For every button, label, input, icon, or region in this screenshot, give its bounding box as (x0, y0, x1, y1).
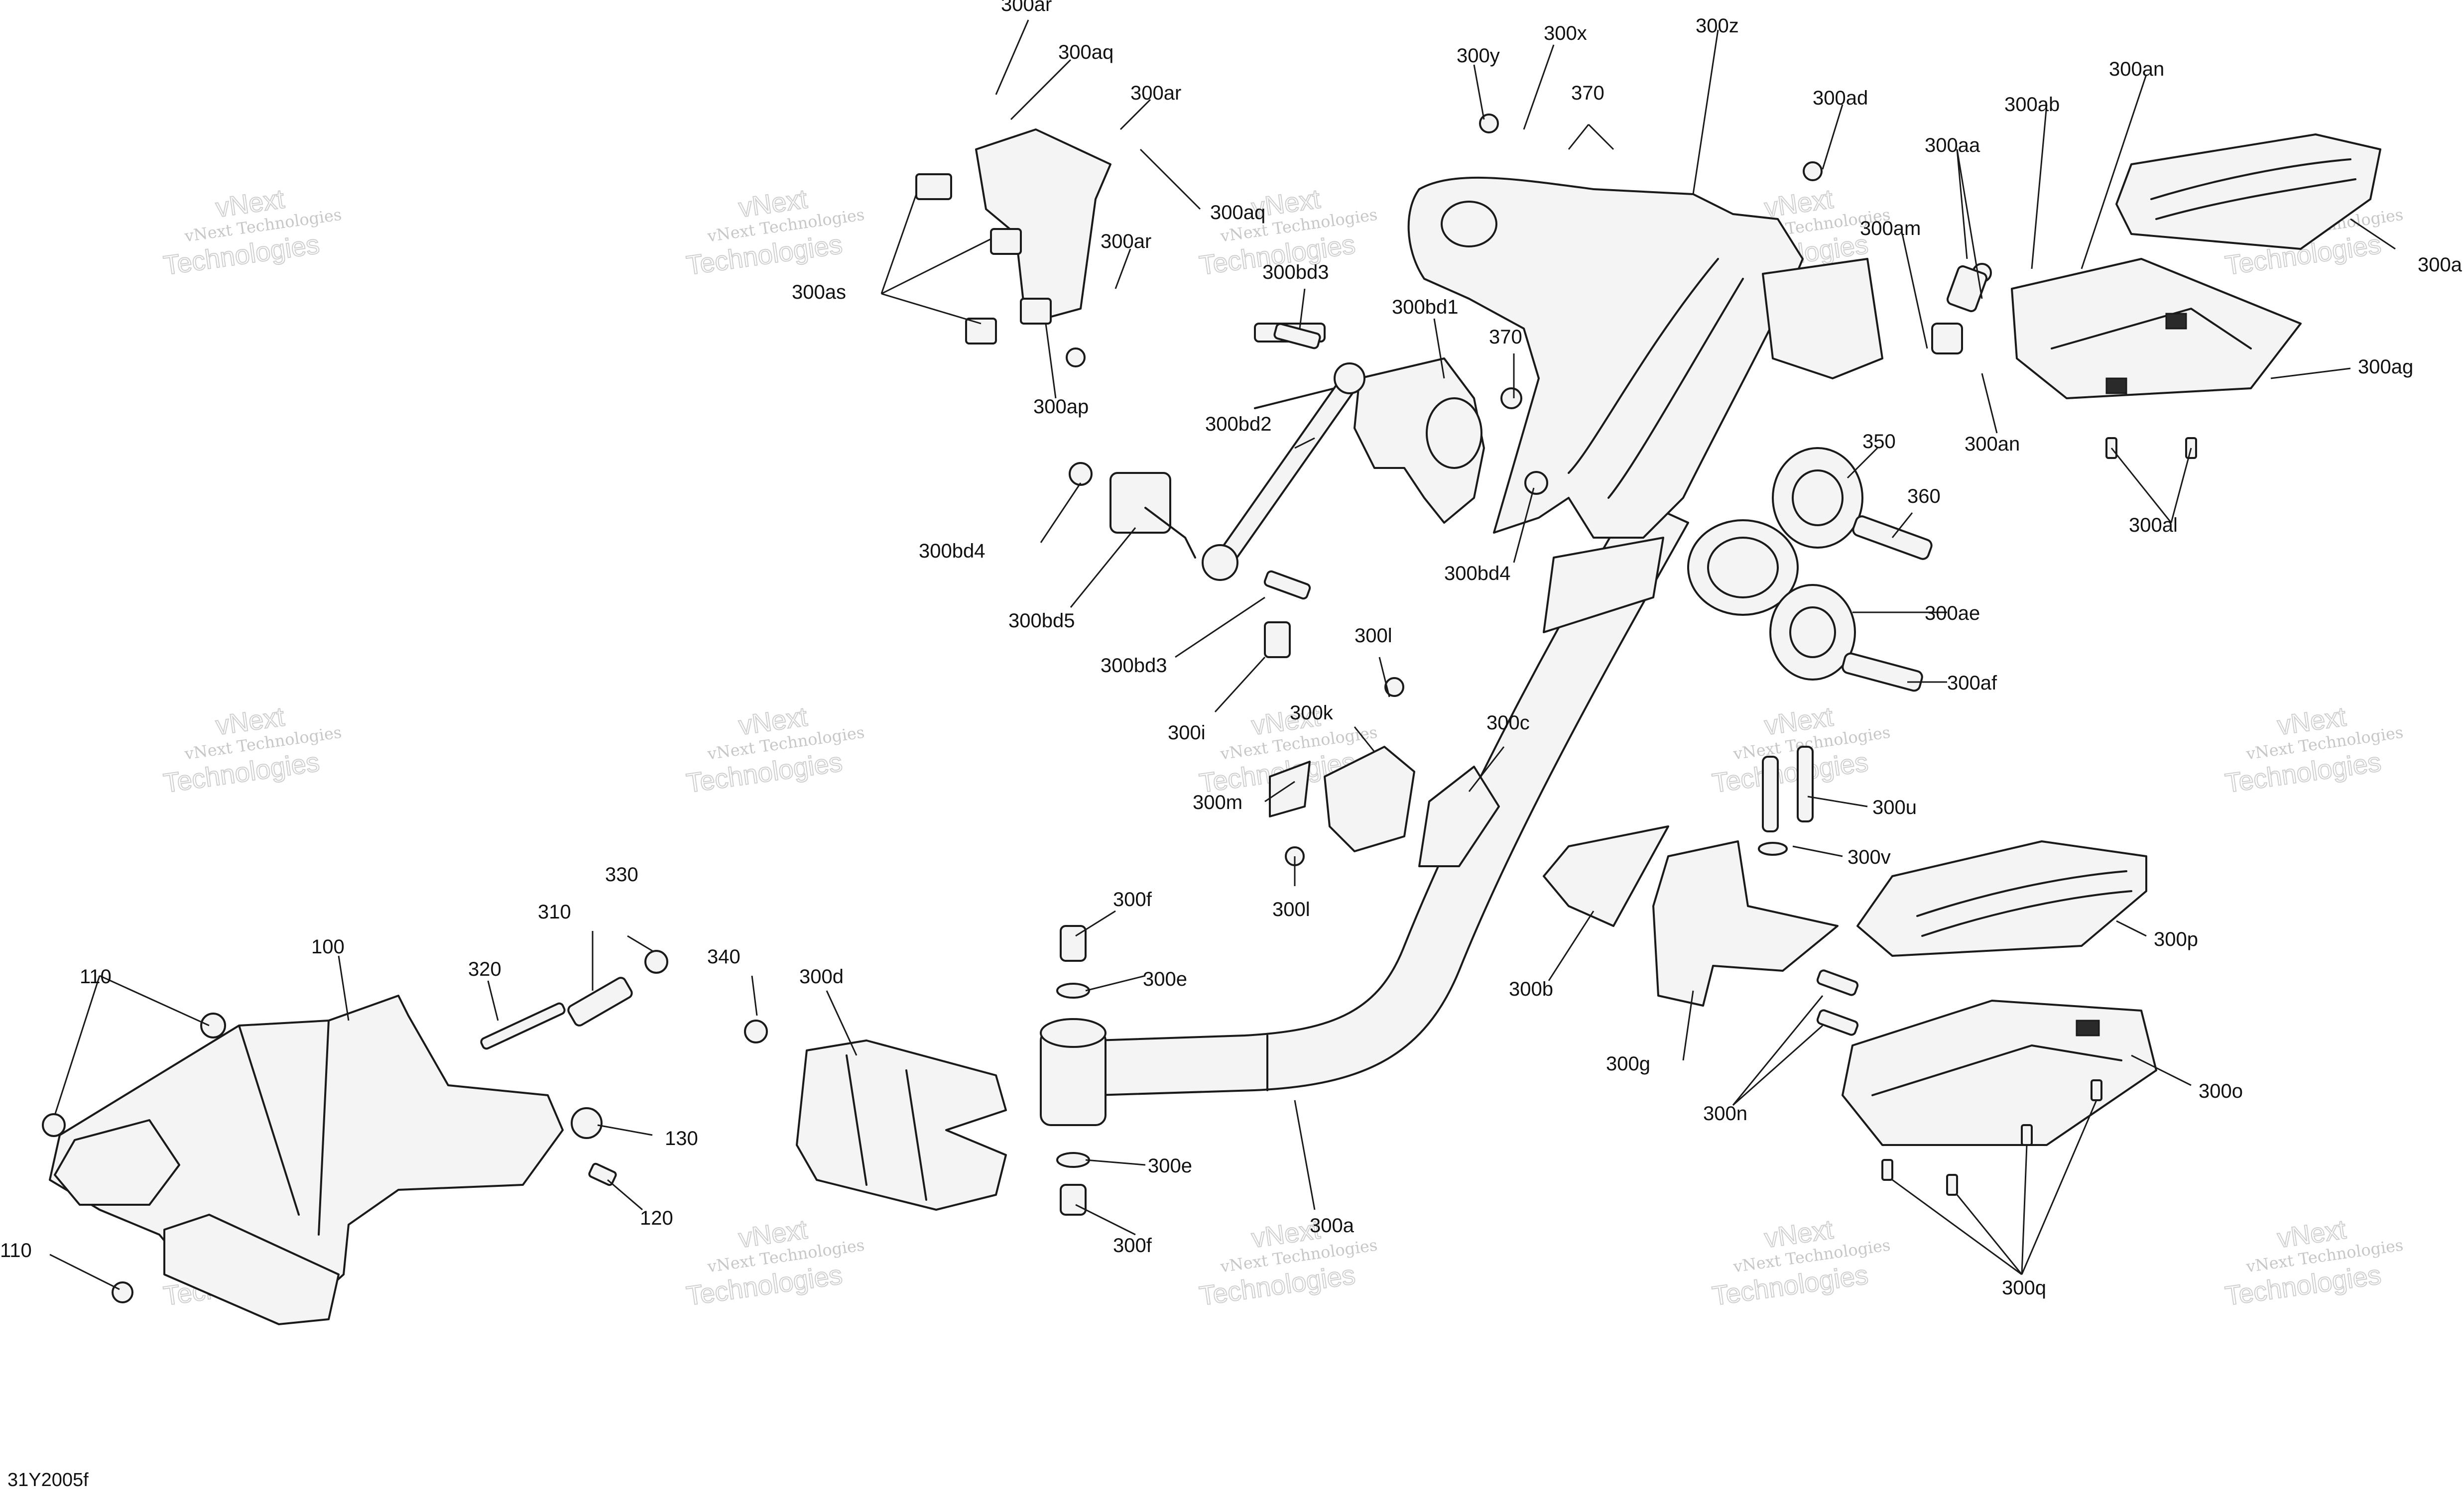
callout-300aq: 300aq (1058, 41, 1113, 63)
callout-300g: 300g (1606, 1053, 1650, 1075)
part-300z-bracket (1407, 176, 1883, 633)
part-300bd-linkage (1109, 323, 1485, 581)
callout-300a: 300a (2418, 254, 2463, 276)
callout-300bd2: 300bd2 (1205, 413, 1271, 435)
part-300p-footpad-lower (1842, 840, 2157, 1146)
watermark: vNext vNext Technologies Technologies (161, 701, 343, 799)
part-300k-clamp (1264, 621, 1500, 867)
callout-300bd4: 300bd4 (919, 540, 985, 562)
callout-300l: 300l (1272, 899, 1310, 920)
callout-300ab: 300ab (2004, 94, 2060, 115)
watermark: vNext vNext Technologies Technologies (684, 701, 866, 799)
watermark: vNext vNext Technologies Technologies (1197, 184, 1379, 281)
callout-300ar: 300ar (1001, 0, 1052, 15)
callout-340: 340 (707, 946, 740, 968)
callout-300bd4: 300bd4 (1444, 563, 1510, 584)
callout-300e: 300e (1143, 968, 1187, 990)
callout-300as: 300as (792, 281, 846, 303)
figure-code: 31Y2005f (7, 1470, 89, 1491)
callout-300a: 300a (1310, 1215, 1355, 1237)
callout-300aq: 300aq (1210, 202, 1265, 224)
callout-300b: 300b (1509, 978, 1553, 1000)
part-300d-plate (796, 1039, 1007, 1211)
callout-300n: 300n (1703, 1103, 1747, 1125)
part-300ap-bracket (915, 128, 1111, 344)
callout-100: 100 (311, 936, 345, 958)
callout-370: 370 (1571, 82, 1604, 104)
watermark: vNext vNext Technologies Technologies (2223, 701, 2405, 799)
watermark: vNext vNext Technologies Technologies (684, 184, 866, 281)
callout-300f: 300f (1113, 889, 1152, 911)
callout-300m: 300m (1193, 792, 1242, 813)
callout-370: 370 (1489, 326, 1522, 348)
part-hardware (42, 114, 2197, 1303)
watermark: vNext vNext Technologies Technologies (684, 1214, 866, 1312)
callout-300z: 300z (1696, 15, 1739, 37)
callout-300f: 300f (1113, 1235, 1152, 1257)
callout-350: 350 (1862, 431, 1896, 453)
callout-300k: 300k (1290, 702, 1334, 724)
callout-120: 120 (640, 1207, 673, 1229)
callout-300al: 300al (2129, 514, 2178, 536)
part-300a-main-tube (1040, 497, 1799, 1126)
callout-300l: 300l (1355, 625, 1392, 647)
part-bearings (1769, 447, 1933, 692)
callout-300u: 300u (1872, 797, 1917, 818)
callout-300am: 300am (1860, 218, 1921, 239)
callout-300ar: 300ar (1130, 82, 1181, 104)
callout-300e: 300e (1148, 1155, 1192, 1177)
callout-300an: 300an (1965, 433, 2020, 455)
callout-300aa: 300aa (1925, 134, 1980, 156)
callout-300ar: 300ar (1101, 230, 1151, 252)
leader-lines (49, 19, 2396, 1290)
callout-110: 110 (80, 966, 112, 988)
part-100-frame (49, 995, 564, 1325)
watermark: vNext vNext Technologies Technologies (2223, 1214, 2405, 1312)
watermarks: vNext vNext Technologies Technologies vN… (161, 184, 2405, 1312)
callout-300x: 300x (1544, 22, 1587, 44)
callout-300ad: 300ad (1813, 87, 1868, 109)
callout-300i: 300i (1168, 722, 1206, 744)
callout-300bd3: 300bd3 (1101, 655, 1167, 677)
callout-300q: 300q (2002, 1277, 2046, 1299)
callout-300bd5: 300bd5 (1008, 610, 1075, 632)
watermark: vNext vNext Technologies Technologies (1710, 1214, 1892, 1312)
callout-300an: 300an (2109, 58, 2164, 80)
callout-300d: 300d (799, 966, 844, 988)
callout-300o: 300o (2199, 1080, 2243, 1102)
callout-300ag: 300ag (2358, 356, 2413, 378)
callout-310: 310 (538, 901, 571, 923)
part-300g-bracket (1543, 825, 1839, 1007)
callout-300p: 300p (2154, 928, 2198, 950)
callout-300bd1: 300bd1 (1392, 296, 1458, 318)
callout-330: 330 (605, 864, 638, 886)
callout-labels: 300ar 300aq 300ar 300aq 300ar 300as 300a… (0, 0, 2463, 1299)
part-300an-footpad-upper (2011, 133, 2381, 399)
parts (42, 114, 2381, 1325)
callout-300c: 300c (1486, 712, 1530, 734)
callout-300v: 300v (1848, 846, 1891, 868)
callout-300af: 300af (1947, 672, 1997, 694)
callout-300ap: 300ap (1033, 396, 1089, 418)
callout-300y: 300y (1457, 45, 1500, 67)
watermark: vNext vNext Technologies Technologies (1197, 1214, 1379, 1312)
callout-130: 130 (665, 1128, 698, 1149)
callout-320: 320 (468, 958, 501, 980)
watermark: vNext vNext Technologies Technologies (161, 184, 343, 281)
callout-300ae: 300ae (1925, 602, 1980, 624)
callout-360: 360 (1907, 485, 1941, 507)
callout-300bd3: 300bd3 (1262, 261, 1329, 283)
callout-110: 110 (0, 1240, 32, 1262)
